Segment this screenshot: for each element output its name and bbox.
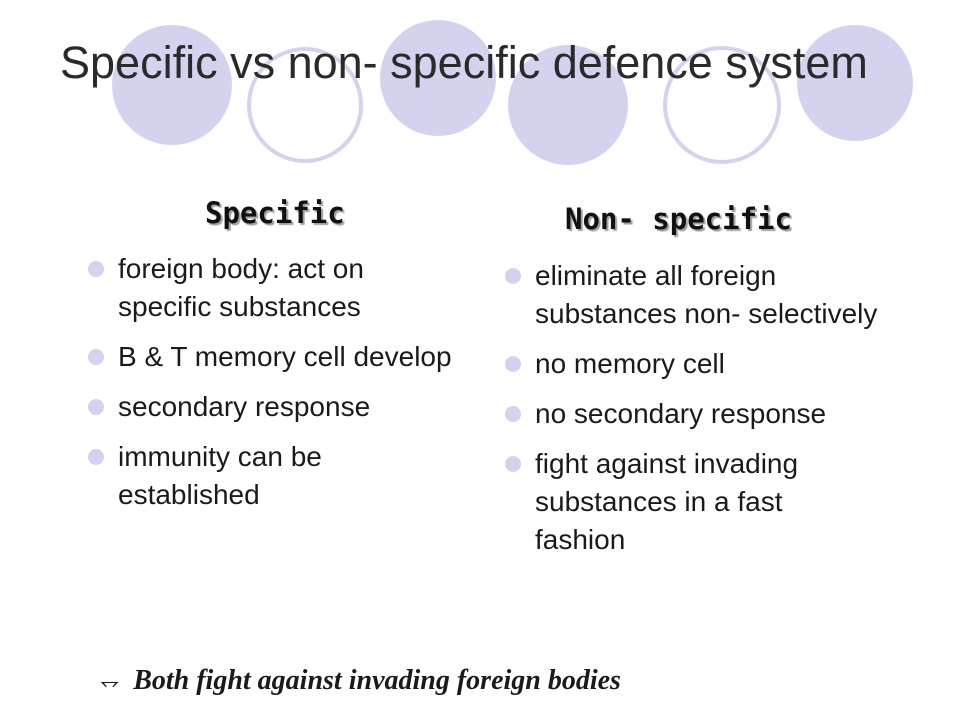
list-item: secondary response [88,388,458,426]
bullet-icon [88,349,104,365]
decorative-circles [112,20,913,165]
arrow-icon: ⥐ [100,667,120,695]
bullet-icon [88,449,104,465]
filled-circle [380,20,496,136]
footer-note: ⥐ Both fight against invading foreign bod… [100,665,621,697]
list-item: B & T memory cell develop [88,338,458,376]
bullet-icon [88,261,104,277]
list-item: eliminate all foreign substances non- se… [505,257,880,333]
nonspecific-heading: Non- specific [565,202,792,236]
filled-circle [112,25,232,145]
outline-circle [663,46,781,164]
list-item: foreign body: act on specific substances [88,250,458,326]
list-item: no secondary response [505,395,880,433]
specific-heading: Specific [205,196,345,230]
list-item: immunity can be established [88,438,458,514]
filled-circle [508,45,628,165]
bullet-icon [505,356,521,372]
nonspecific-list: eliminate all foreign substances non- se… [505,257,880,571]
bullet-icon [505,268,521,284]
outline-circle [247,47,363,163]
footer-text: Both fight against invading foreign bodi… [133,665,621,696]
list-item: no memory cell [505,345,880,383]
list-item: fight against invading substances in a f… [505,445,880,559]
bullet-icon [505,456,521,472]
bullet-icon [88,399,104,415]
slide-title: Specific vs non- specific defence system [60,37,868,88]
specific-list: foreign body: act on specific substances… [88,250,458,526]
bullet-icon [505,406,521,422]
filled-circle [797,25,913,141]
